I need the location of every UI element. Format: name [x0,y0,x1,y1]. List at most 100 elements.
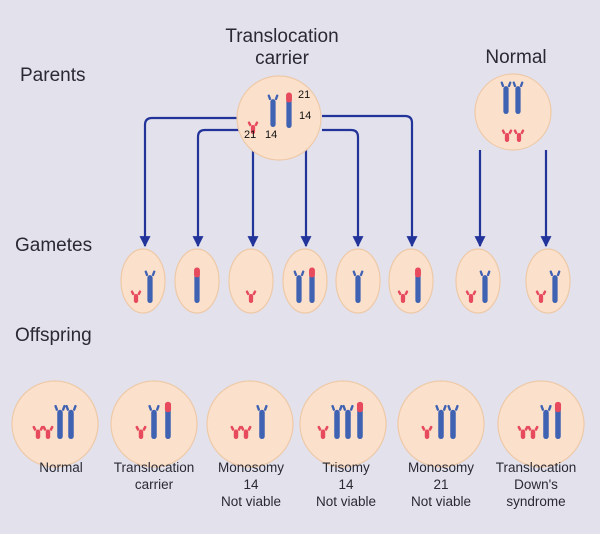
chromosome-14 [479,270,491,303]
gamete-cell-5 [335,248,381,314]
normal-title: Normal [485,47,546,68]
offspring-label-trisomy-14-line3: Not viable [316,494,376,509]
gamete-cell-6-membrane [388,248,434,314]
row-label-offspring: Offspring [15,325,92,346]
translocation-chromosome [286,92,292,128]
offspring-cell-monosomy-14 [206,380,294,468]
translocation-chromosome [164,401,172,439]
carrier-label-21-bottom: 21 [244,129,256,141]
chromosome-14 [540,404,552,439]
offspring-label-monosomy-14-line3: Not viable [221,494,281,509]
gamete-cell-1 [120,248,166,314]
translocation-chromosome [309,267,315,303]
gamete-cell-2 [174,248,220,314]
row-label-gametes: Gametes [15,235,92,256]
carrier-label-21-top: 21 [298,89,310,101]
translocation-chromosome [194,267,200,303]
chromosome-21 [247,121,259,134]
gamete-cell-6 [388,248,434,314]
chromosome-21 [513,129,525,142]
gamete-cell-4 [282,248,328,314]
offspring-cell-trans-down-membrane [497,380,585,468]
offspring-cell-monosomy-21 [397,380,485,468]
arrows [139,114,552,248]
offspring-label-trans-down-line2: Down's [514,477,558,492]
gamete-cell-7 [455,248,501,314]
offspring-cell-monosomy-14-membrane [206,380,294,468]
gamete-cell-8 [525,248,571,314]
carrier-title-line2: carrier [255,48,310,69]
chromosome-14 [447,404,459,439]
offspring-label-monosomy-14-line1: Monosomy [218,460,284,475]
offspring-label-normal-line1: Normal [39,460,83,475]
offspring-cell-trans-carrier [110,380,198,468]
offspring-label-trans-carrier-line1: Translocation [114,460,195,475]
offspring-label-trisomy-14-line1: Trisomy [322,460,370,475]
row-label-parents: Parents [20,65,85,86]
chromosome-21 [240,425,252,439]
arrow-to-gamete-1 [139,116,240,248]
carrier-title-line1: Translocation [225,26,338,47]
offspring-label-trans-down-line1: Translocation [496,460,577,475]
parent-carrier-cell-membrane [236,75,322,161]
chromosome-14 [65,404,77,439]
carrier-label-14-bottom: 14 [265,129,277,141]
offspring-label-monosomy-21-line1: Monosomy [408,460,474,475]
chromosome-21 [527,425,539,439]
chromosome-21 [501,129,513,142]
gamete-cell-4-membrane [282,248,328,314]
chromosome-21 [397,290,409,303]
offspring-labels: Normal Translocation carrier Monosomy 14Not … [39,460,576,509]
translocation-chromosome [356,401,364,439]
chromosome-14 [500,81,512,114]
translocation-chromosome [415,267,421,303]
chromosome-14 [144,270,156,303]
offspring-cell-trans-down [497,380,585,468]
chromosome-14 [342,404,354,439]
offspring-cell-trisomy-14-membrane [299,380,387,468]
gamete-cell-8-membrane [525,248,571,314]
chromosome-21 [42,425,54,439]
arrow-to-gamete-2 [192,128,240,248]
carrier-label-14-right: 14 [299,110,311,122]
chromosome-14 [256,404,268,439]
chromosome-14 [435,404,447,439]
offspring-label-monosomy-21-line3: Not viable [411,494,471,509]
chromosome-14 [54,404,66,439]
translocation-chromosome [554,401,562,439]
offspring-label-trans-down-line3: syndrome [506,494,565,509]
offspring-label-trisomy-14-line2: 14 [338,477,354,492]
chromosome-14 [352,270,364,303]
chromosome-14 [148,404,160,439]
chromosome-21 [135,425,147,439]
offspring-label-trans-carrier-line2: carrier [135,477,174,492]
offspring-cell-trisomy-14 [299,380,387,468]
arrow-to-gamete-5 [322,128,364,248]
parent-carrier-cell [236,75,322,161]
chromosome-21 [421,425,433,439]
gamete-cell-3 [228,248,274,314]
chromosome-14 [267,94,279,127]
offspring-label-monosomy-14-line2: 14 [243,477,259,492]
chromosome-21 [245,290,257,303]
chromosome-14 [512,81,524,114]
gamete-cell-1-membrane [120,248,166,314]
parent-normal-cell [474,73,552,151]
chromosome-21 [535,290,547,303]
chromosome-14 [293,270,305,303]
arrow-to-gamete-6 [322,114,418,248]
chromosome-21 [32,425,44,439]
gamete-cell-7-membrane [455,248,501,314]
chromosome-14 [549,270,561,303]
chromosome-21 [130,290,142,303]
chromosome-14 [331,404,343,439]
cells [11,73,585,468]
offspring-cell-normal-membrane [11,380,99,468]
parent-normal-cell-membrane [474,73,552,151]
chromosome-21 [317,425,329,439]
offspring-label-monosomy-21-line2: 21 [433,477,448,492]
gamete-cell-3-membrane [228,248,274,314]
offspring-cell-normal [11,380,99,468]
